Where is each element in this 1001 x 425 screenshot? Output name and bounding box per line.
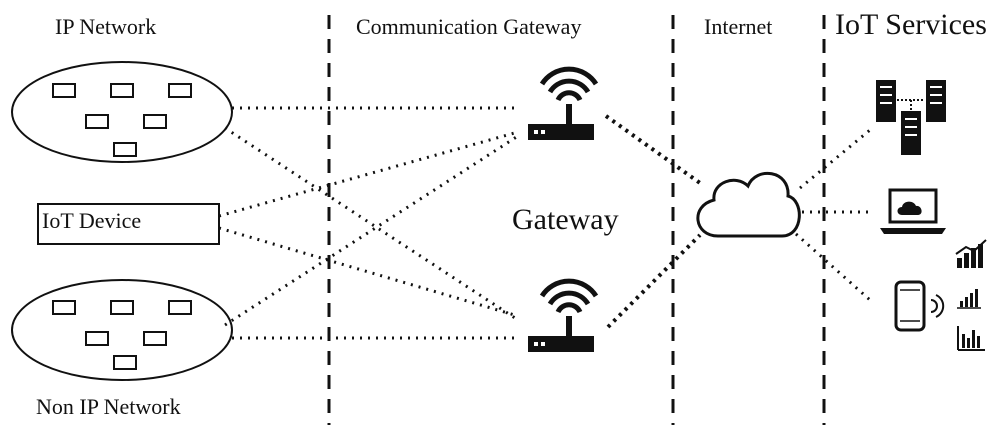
section-internet-label: Internet	[704, 14, 773, 39]
section-iot-services-label: IoT Services	[835, 8, 987, 41]
router-wifi-icon	[528, 278, 599, 352]
laptop-cloud-icon	[880, 188, 946, 234]
section-ip-network-label: IP Network	[55, 14, 157, 39]
bar-chart-icon	[955, 239, 987, 268]
bar-chart-icon	[957, 326, 985, 351]
internet-service-links	[795, 128, 872, 302]
gateway-internet-links	[604, 114, 702, 329]
device-gateway-links	[218, 106, 519, 340]
gateway-label: Gateway	[512, 203, 619, 236]
non-ip-network-ellipse	[11, 279, 233, 381]
iot-device-label: IoT Device	[42, 208, 142, 233]
router-wifi-icon	[528, 66, 599, 140]
cloud-icon	[696, 171, 801, 238]
bar-chart-icon	[957, 289, 981, 309]
ip-network-ellipse	[11, 61, 233, 163]
section-communication-gateway-label: Communication Gateway	[356, 14, 582, 39]
smartphone-icon	[894, 280, 945, 332]
server-cluster-icon	[876, 80, 946, 155]
iot-device-box	[37, 203, 220, 245]
non-ip-network-label: Non IP Network	[36, 394, 181, 419]
